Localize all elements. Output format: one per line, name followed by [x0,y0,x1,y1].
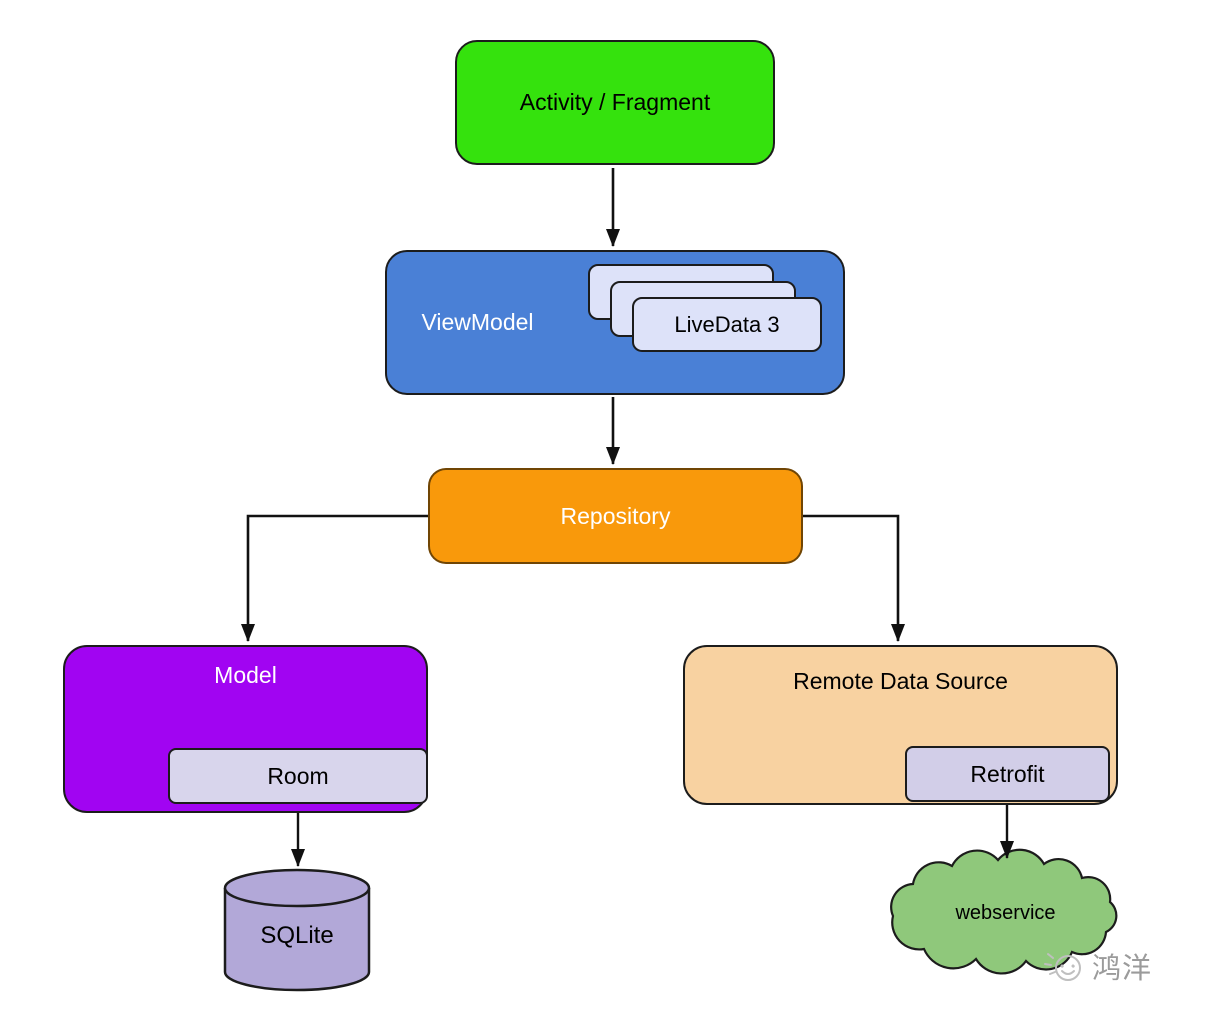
livedata-card-front: LiveData 3 [632,297,822,352]
repository-label: Repository [560,502,671,529]
activity-fragment-node: Activity / Fragment [455,40,775,165]
connector-repository-to-model [241,514,428,642]
retrofit-label: Retrofit [970,760,1045,787]
webservice-label: webservice [955,902,1056,924]
connector-repository-to-remote [803,514,905,642]
repository-node: Repository [428,468,803,564]
sqlite-cylinder-top [223,868,371,908]
room-node: Room [168,748,428,804]
activity-fragment-label: Activity / Fragment [519,89,711,115]
watermark: 鸿洋 [1042,944,1152,988]
remote-data-source-label: Remote Data Source [793,668,1008,694]
room-label: Room [267,762,329,789]
watermark-text: 鸿洋 [1092,953,1153,985]
viewmodel-label: ViewModel [421,309,534,335]
sqlite-label: SQLite [260,922,334,949]
model-label: Model [214,662,277,688]
retrofit-node: Retrofit [905,746,1110,802]
livedata-label: LiveData 3 [674,311,780,337]
watermark-icon [1044,953,1081,981]
